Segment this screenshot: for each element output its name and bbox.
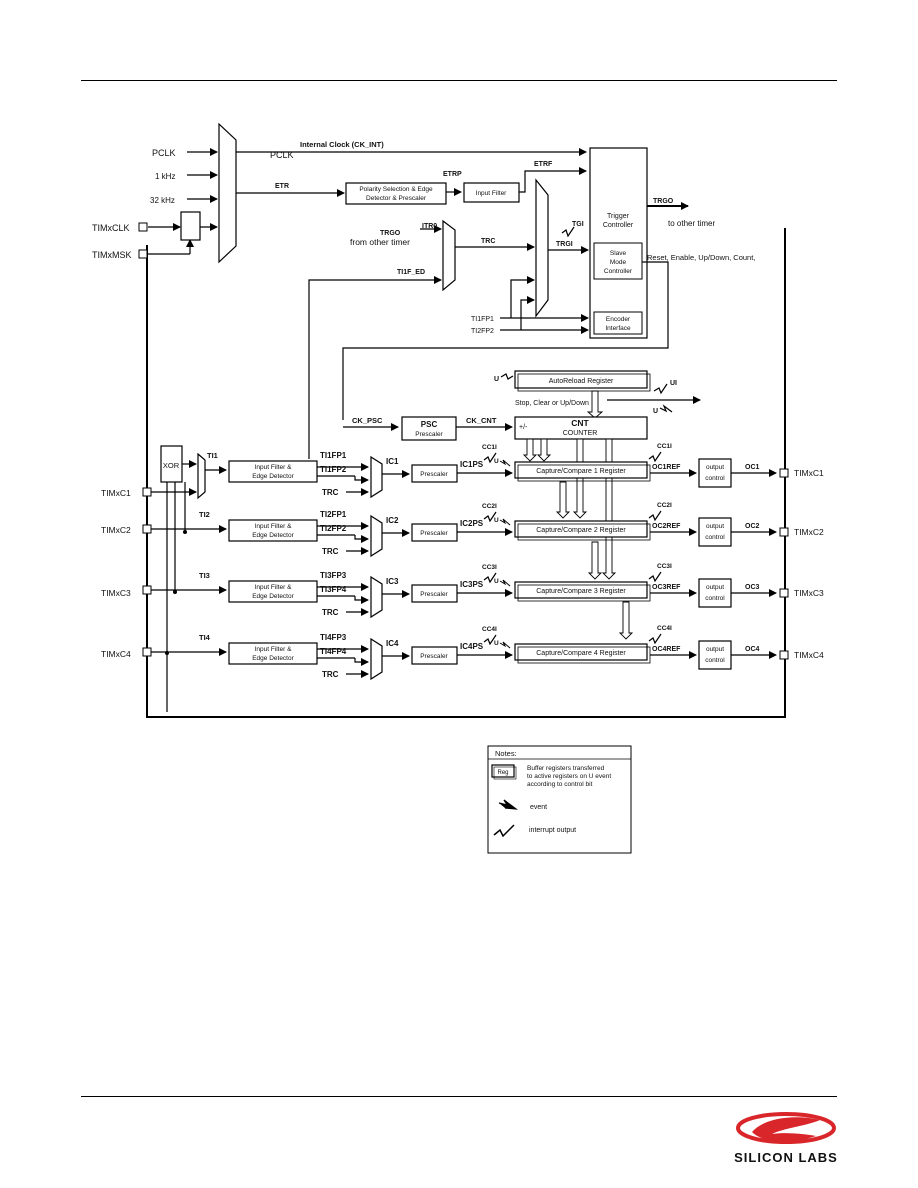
slave-mode-controller (593, 242, 643, 280)
ic-prescaler-1 (411, 464, 458, 483)
ti1fp1-top-label: TI1FP1 (471, 316, 494, 323)
slave-line3: Controller (604, 268, 633, 275)
output-control-1 (698, 458, 732, 488)
cc-register-1 (514, 461, 648, 479)
ic-prescaler-2 (411, 523, 458, 542)
ic-mux-4 (370, 637, 383, 681)
ti2fp2-top-label: TI2FP2 (471, 328, 494, 335)
polarity-line1: Polarity Selection & Edge (359, 186, 433, 193)
timxclk-pin (138, 222, 148, 232)
itr-mux (442, 219, 456, 292)
pm-label: +/- (519, 424, 528, 431)
cc-register-3 (514, 581, 648, 599)
ic-mux-2 (370, 514, 383, 558)
gate-block (180, 211, 201, 241)
etrp-label: ETRP (443, 171, 462, 178)
tgi-label: TGI (572, 221, 584, 228)
input-filter-4 (228, 642, 318, 665)
ic-mux-3 (370, 575, 383, 619)
input-filter-3 (228, 580, 318, 603)
autoreload-label: AutoReload Register (549, 378, 614, 385)
autoreload-register (514, 370, 648, 389)
output-pin-2 (779, 527, 789, 537)
etr-label: ETR (275, 183, 289, 190)
trc-top-label: TRC (481, 238, 495, 245)
from-other-timer-label: from other timer (350, 237, 410, 247)
output-pin-4 (779, 650, 789, 660)
timxclk-label: TIMxCLK (92, 223, 130, 233)
internal-clock-label: Internal Clock (CK_INT) (300, 140, 384, 149)
encoder-line2: Interface (605, 325, 631, 332)
ar-u-in: U (494, 376, 499, 383)
slave-line2: Mode (610, 259, 627, 266)
itr0-label: ITR0 (422, 223, 437, 230)
khz32-label: 32 kHz (150, 196, 175, 205)
polarity-block (345, 182, 447, 205)
cc-register-4 (514, 643, 648, 661)
polarity-line2: Detector & Prescaler (366, 195, 427, 202)
output-pin-1 (779, 468, 789, 478)
silicon-labs-wordmark: SILICON LABS (734, 1150, 838, 1165)
stop-clear-label: Stop, Clear or Up/Down (515, 400, 589, 407)
ic-prescaler-3 (411, 584, 458, 603)
footer-rule (81, 1096, 837, 1097)
input-pin-1 (142, 487, 152, 497)
cnt-label: CNT (571, 418, 589, 428)
to-other-timer-label: to other timer (668, 219, 715, 228)
etrf-label: ETRF (534, 161, 553, 168)
input-filter-1 (228, 460, 318, 483)
ck-cnt-label: CK_CNT (466, 416, 497, 425)
ar-u-out: U (653, 408, 658, 415)
trgi-label: TRGI (556, 241, 573, 248)
silicon-labs-logo (736, 1112, 836, 1144)
cc-register-2 (514, 520, 648, 538)
etr-input-filter-label: Input Filter (476, 190, 508, 197)
trgi-mux (535, 178, 549, 318)
input-filter-2 (228, 519, 318, 542)
input-pin-4 (142, 647, 152, 657)
ui-label: UI (670, 380, 677, 387)
xor-label: XOR (163, 461, 180, 470)
ic-prescaler-4 (411, 646, 458, 665)
input-pin-2 (142, 524, 152, 534)
ti1-select-mux (197, 452, 206, 500)
output-control-4 (698, 640, 732, 670)
timxmsk-label: TIMxMSK (92, 250, 132, 260)
ti1f-ed-label: TI1F_ED (397, 269, 425, 276)
ic-mux-1 (370, 455, 383, 499)
ck-psc-label: CK_PSC (352, 416, 383, 425)
psc-label: PSC (421, 420, 438, 429)
encoder-interface (593, 311, 643, 335)
input-pin-3 (142, 585, 152, 595)
psc-prescaler-label: Prescaler (415, 431, 443, 438)
output-control-2 (698, 517, 732, 547)
output-pin-3 (779, 588, 789, 598)
khz1-label: 1 kHz (155, 172, 175, 181)
trgo2-label: TRGO (380, 230, 401, 237)
pclk-label: PCLK (152, 148, 176, 158)
trgo-label: TRGO (653, 198, 674, 205)
encoder-line1: Encoder (606, 316, 631, 323)
trigger-line2: Controller (603, 222, 634, 229)
trigger-line1: Trigger (607, 213, 630, 220)
slave-line1: Slave (610, 250, 627, 257)
pclk2-label: PCLK (270, 150, 294, 160)
clock-source-mux (218, 122, 237, 264)
header-rule (81, 80, 837, 81)
output-control-3 (698, 578, 732, 608)
counter-label: COUNTER (563, 430, 598, 437)
reset-line-label: Reset, Enable, Up/Down, Count, (647, 253, 755, 262)
psc-block (401, 416, 457, 441)
timxmsk-pin (138, 249, 148, 259)
